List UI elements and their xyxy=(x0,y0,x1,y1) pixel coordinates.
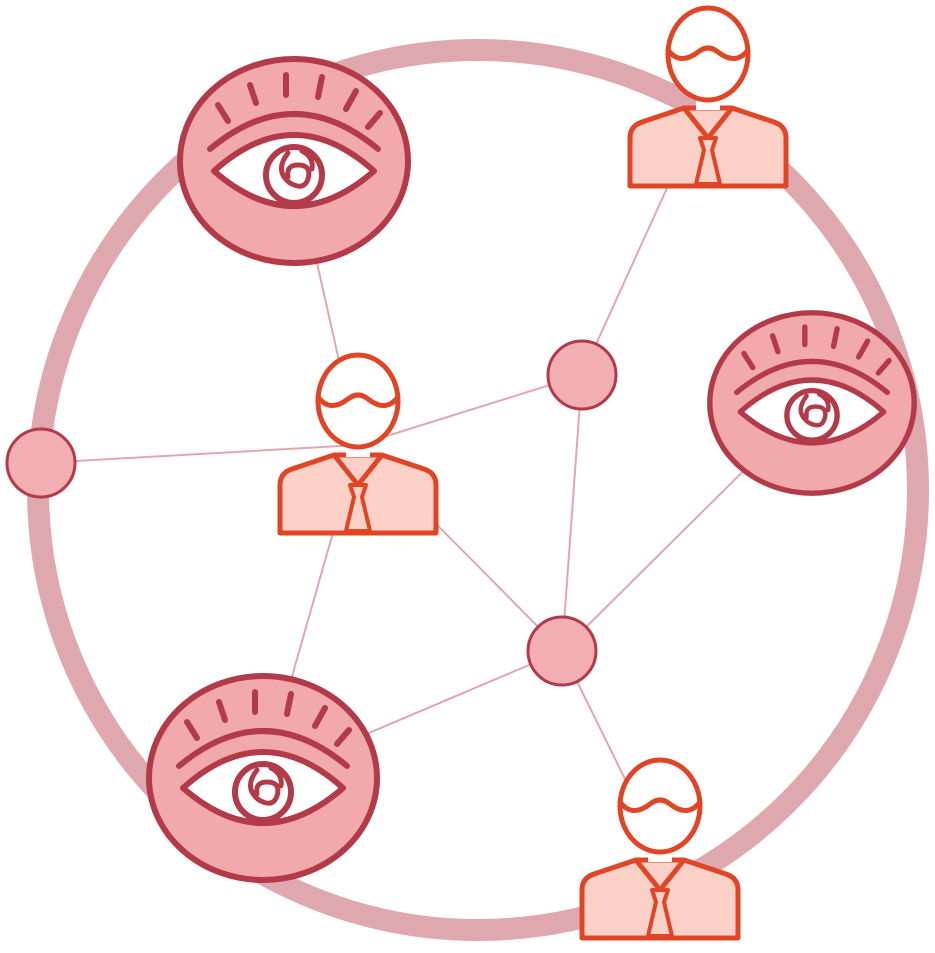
connection-line xyxy=(561,374,583,652)
person-icon xyxy=(277,352,439,536)
person-icon xyxy=(579,757,741,941)
network-node xyxy=(546,339,618,411)
eye-icon xyxy=(177,56,411,266)
connection-line xyxy=(40,444,359,464)
eye-icon xyxy=(707,310,917,496)
person-icon xyxy=(627,5,789,189)
eye-icon xyxy=(146,673,380,883)
network-node xyxy=(526,615,598,687)
connection-line xyxy=(357,374,583,446)
network-nodes xyxy=(5,5,917,941)
network-node xyxy=(5,427,77,499)
